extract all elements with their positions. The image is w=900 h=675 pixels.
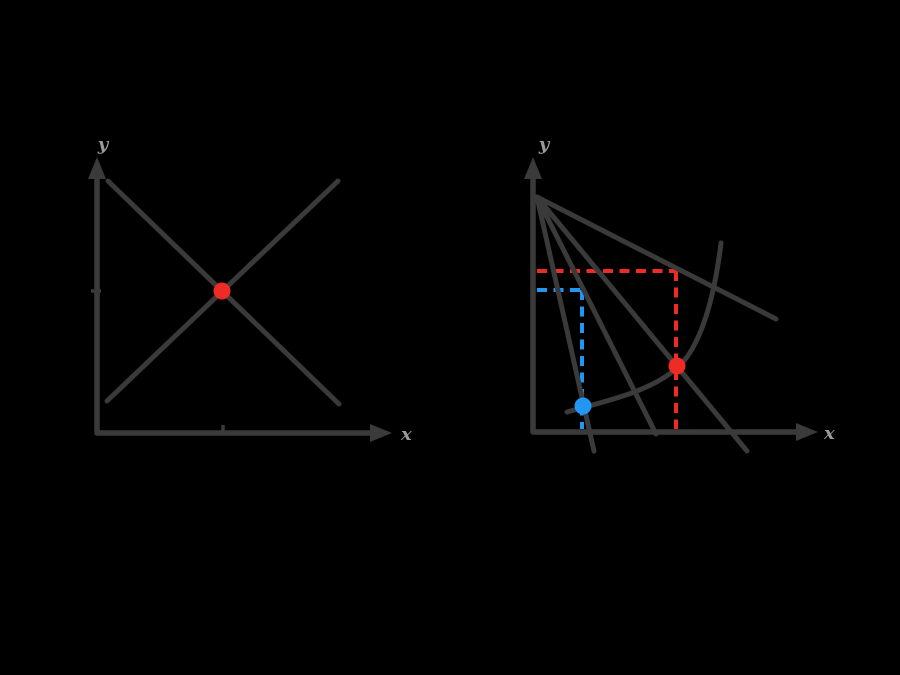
budget-line-3: [534, 194, 659, 437]
bundle-point-blue: [574, 397, 592, 415]
axes: [94, 177, 372, 436]
x-axis-label: x: [823, 423, 835, 444]
price-consumption-figure: yx: [524, 134, 835, 454]
supply-demand-figure: yx: [88, 134, 412, 445]
equilibrium-point: [213, 282, 231, 300]
x-axis-arrow-icon: [796, 423, 818, 441]
budget-line-2: [534, 194, 750, 454]
y-axis-arrow-icon: [524, 157, 542, 179]
y-axis-label: y: [538, 134, 551, 155]
y-axis-arrow-icon: [88, 157, 106, 179]
y-axis-label: y: [97, 134, 110, 155]
bundle-point-red: [668, 357, 686, 375]
x-axis-label: x: [400, 424, 412, 445]
axes: [530, 177, 798, 435]
x-axis-arrow-icon: [370, 424, 392, 442]
budget-line-1: [534, 194, 779, 322]
